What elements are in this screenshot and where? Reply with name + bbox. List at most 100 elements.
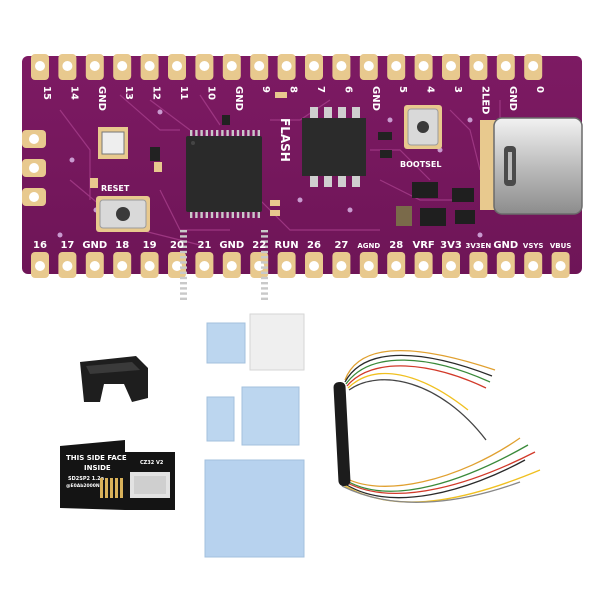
top-pad — [332, 54, 351, 80]
top-pin-label: 8 — [288, 86, 299, 93]
top-pad — [387, 54, 406, 80]
vias — [57, 109, 483, 238]
bottom-pin-label: GND — [219, 240, 244, 251]
bottom-pin-label: AGND — [357, 242, 380, 250]
bottom-pin-label: VRF — [412, 240, 434, 251]
top-pin-label: GND — [370, 86, 381, 111]
tactile-button-icon — [417, 121, 429, 133]
bottom-pad — [222, 252, 241, 278]
bottom-pin-label: VBUS — [550, 242, 571, 250]
bottom-pin-label: 26 — [307, 240, 321, 251]
bottom-pad — [277, 252, 296, 278]
top-pad — [469, 54, 488, 80]
flash-chip — [302, 107, 366, 187]
top-pin-label: 6 — [342, 86, 353, 93]
bottom-pin-label: GND — [493, 240, 518, 251]
top-pin-label: 11 — [178, 86, 189, 100]
top-pad — [58, 54, 77, 80]
card-serial: @E0Ab2000N — [66, 483, 100, 489]
bottom-pin-label: RUN — [274, 240, 298, 251]
thermal-pads — [204, 313, 305, 558]
bottom-pad — [168, 252, 186, 278]
bottom-pin-label: 19 — [143, 240, 157, 251]
top-pin-label: GND — [96, 86, 107, 111]
thermal-pad — [204, 459, 305, 558]
top-pin-label: 2LED — [479, 86, 490, 114]
bottom-pin-label: GND — [82, 240, 107, 251]
plastic-clip — [80, 356, 148, 402]
bottom-pad — [414, 252, 433, 278]
top-pad — [140, 54, 159, 80]
bottom-pad-row — [31, 252, 570, 278]
top-pad — [414, 54, 433, 80]
top-pin-label: 13 — [123, 86, 134, 100]
top-pad — [305, 54, 323, 80]
bottom-pin-label: 22 — [252, 240, 266, 251]
bottom-pad — [524, 252, 543, 278]
bottom-pin-label: 3V3EN — [465, 242, 491, 250]
bottom-pad — [58, 252, 77, 278]
bottom-pin-label: 20 — [170, 240, 184, 251]
thermal-pad — [249, 313, 305, 371]
top-pad — [31, 54, 49, 80]
usb-c-port-icon — [480, 117, 583, 215]
bootsel-label: BOOTSEL — [400, 160, 441, 169]
tactile-button-icon — [116, 207, 130, 221]
top-pad — [496, 54, 515, 80]
top-pin-label: 12 — [151, 86, 162, 100]
bottom-pad — [305, 252, 323, 278]
passive-components — [90, 92, 475, 226]
top-pin-label: 7 — [315, 86, 326, 93]
card-line1: THIS SIDE FACE — [66, 454, 127, 462]
microcontroller-board: FLASH RESET — [22, 54, 583, 300]
card-chip: CZ32 V2 — [140, 460, 164, 466]
top-pin-label: 14 — [68, 86, 79, 100]
bottom-pin-label: 3V3 — [440, 240, 462, 251]
reset-label: RESET — [101, 184, 130, 193]
thermal-pad — [206, 322, 246, 364]
bottom-pin-label: VSYS — [523, 242, 544, 250]
top-pad — [250, 54, 269, 80]
bottom-pad — [387, 252, 406, 278]
top-pin-label: 15 — [41, 86, 52, 100]
top-pin-label: 3 — [452, 86, 463, 93]
top-pad — [113, 54, 132, 80]
bottom-pad — [250, 252, 269, 278]
top-pad — [524, 54, 543, 80]
bottom-pad — [469, 252, 488, 278]
thermal-pad — [241, 386, 300, 446]
bottom-pin-label: 18 — [115, 240, 129, 251]
gold-contacts — [100, 478, 123, 498]
thermal-pad — [206, 396, 235, 442]
bottom-pad — [31, 252, 49, 278]
bottom-pad — [332, 252, 351, 278]
card-line2: INSIDE — [84, 464, 111, 472]
top-pin-label: 0 — [534, 86, 545, 93]
top-pin-label: GND — [507, 86, 518, 111]
reset-button[interactable] — [96, 196, 150, 232]
bottom-pin-label: 28 — [389, 240, 403, 251]
bottom-pin-label: 16 — [33, 240, 47, 251]
bootsel-button[interactable] — [404, 105, 442, 149]
top-pin-label: 4 — [425, 86, 436, 93]
top-pin-label: 5 — [397, 86, 408, 93]
top-pad — [442, 54, 460, 80]
top-pin-label: GND — [233, 86, 244, 111]
sd-adapter-card: THIS SIDE FACE INSIDE SD2SP2 1.2a @E0Ab2… — [60, 440, 175, 510]
wire-harness — [333, 349, 541, 503]
crystal-oscillator — [98, 127, 128, 159]
top-pin-labels: 15 14 GND 13 12 11 10 GND 9 8 7 6 GND 5 4 3 2LED GND 0 — [41, 86, 545, 114]
top-pin-label: 9 — [260, 86, 271, 93]
top-pad — [85, 54, 104, 80]
top-pin-label: 10 — [205, 86, 216, 100]
top-pad — [195, 54, 214, 80]
bottom-pin-label: 17 — [60, 240, 74, 251]
top-pad — [359, 54, 378, 80]
bottom-pad — [85, 252, 104, 278]
top-pad — [277, 54, 296, 80]
top-pad-row — [31, 54, 543, 80]
bottom-pad — [195, 252, 214, 278]
bottom-pad — [113, 252, 132, 278]
